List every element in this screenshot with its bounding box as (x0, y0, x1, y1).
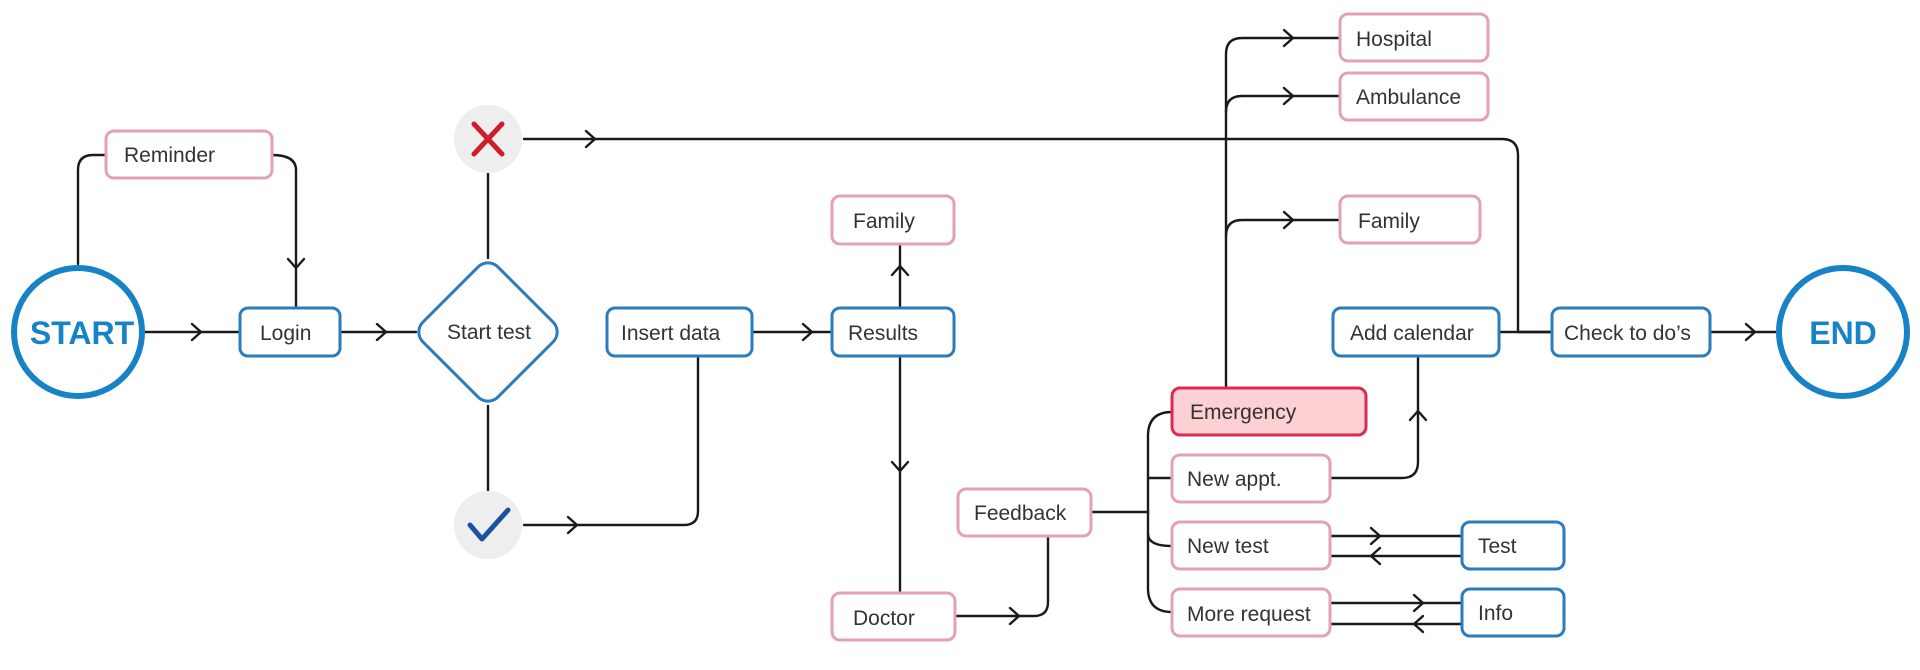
edge-branch-newtest (1146, 532, 1174, 548)
arrowhead (1744, 322, 1757, 342)
arrowhead (1008, 606, 1021, 626)
node-feedback-label: Feedback (974, 502, 1067, 525)
node-emergency-label: Emergency (1190, 401, 1297, 424)
arrowhead (286, 257, 306, 270)
node-info[interactable]: Info (1460, 587, 1566, 638)
node-new-test-label: New test (1187, 535, 1269, 558)
node-login-label: Login (260, 322, 311, 345)
node-insert-data-label: Insert data (621, 322, 721, 345)
arrowhead (890, 264, 910, 277)
node-hospital-label: Hospital (1356, 28, 1432, 51)
node-info-label: Info (1478, 602, 1513, 625)
node-ambulance-label: Ambulance (1356, 86, 1461, 109)
arrowhead (1282, 86, 1295, 106)
node-reminder-label: Reminder (124, 144, 215, 167)
arrowhead (1282, 210, 1295, 230)
node-feedback[interactable]: Feedback (956, 487, 1093, 538)
node-test[interactable]: Test (1460, 520, 1566, 571)
node-test-label: Test (1478, 535, 1517, 558)
arrowhead (375, 322, 388, 342)
edge-newappt-calendar (1328, 354, 1420, 480)
arrowhead (190, 322, 203, 342)
node-doctor[interactable]: Doctor (830, 591, 957, 642)
node-ambulance[interactable]: Ambulance (1338, 71, 1490, 122)
connector-lines (76, 28, 1780, 634)
check-mark-icon[interactable] (454, 491, 522, 559)
edge-branch-bus (1146, 410, 1174, 614)
arrowhead (1369, 526, 1382, 546)
node-add-calendar-label: Add calendar (1350, 322, 1474, 345)
node-hospital[interactable]: Hospital (1338, 12, 1490, 63)
edge-confirm-insert (522, 354, 700, 527)
start-terminal[interactable]: START (11, 265, 145, 399)
arrowhead (890, 460, 910, 473)
node-new-test[interactable]: New test (1170, 520, 1332, 571)
arrowhead (1369, 546, 1382, 566)
edge-start-reminder-login (76, 153, 298, 310)
cross-mark-icon[interactable] (454, 105, 522, 173)
decision-start-test[interactable]: Start test (413, 257, 563, 407)
arrowhead (584, 129, 597, 149)
node-reminder[interactable]: Reminder (104, 129, 274, 180)
edge-doctor-feedback (953, 534, 1050, 618)
node-results[interactable]: Results (830, 306, 956, 358)
edge-emergency-family (1224, 218, 1342, 238)
node-insert-data[interactable]: Insert data (605, 306, 754, 358)
node-new-appt-label: New appt. (1187, 468, 1282, 491)
end-terminal[interactable]: END (1776, 265, 1910, 399)
node-family-top-label: Family (853, 210, 915, 233)
node-login[interactable]: Login (238, 306, 342, 358)
node-check-todos-label: Check to do’s (1564, 322, 1691, 345)
node-family-top[interactable]: Family (830, 194, 956, 246)
arrowhead (1408, 409, 1428, 422)
arrowhead (1282, 28, 1295, 48)
decision-label: Start test (447, 321, 531, 344)
node-more-request[interactable]: More request (1170, 587, 1332, 638)
node-doctor-label: Doctor (853, 607, 915, 630)
node-more-request-label: More request (1187, 603, 1311, 626)
edge-emergency-ambulance (1224, 94, 1342, 114)
node-results-label: Results (848, 322, 918, 345)
node-family-right-label: Family (1358, 210, 1420, 233)
node-family-right[interactable]: Family (1338, 194, 1482, 245)
arrowhead (1412, 614, 1425, 634)
start-label: START (30, 315, 135, 351)
node-add-calendar[interactable]: Add calendar (1331, 306, 1501, 358)
node-emergency[interactable]: Emergency (1170, 386, 1368, 437)
end-label: END (1809, 315, 1877, 351)
arrowhead (566, 515, 579, 535)
edge-emergency-hospital (1224, 36, 1342, 390)
edge-cancel-todos (522, 137, 1554, 334)
node-new-appt[interactable]: New appt. (1170, 453, 1332, 504)
node-check-todos[interactable]: Check to do’s (1550, 306, 1712, 358)
arrowhead (801, 322, 814, 342)
arrowhead (1412, 593, 1425, 613)
